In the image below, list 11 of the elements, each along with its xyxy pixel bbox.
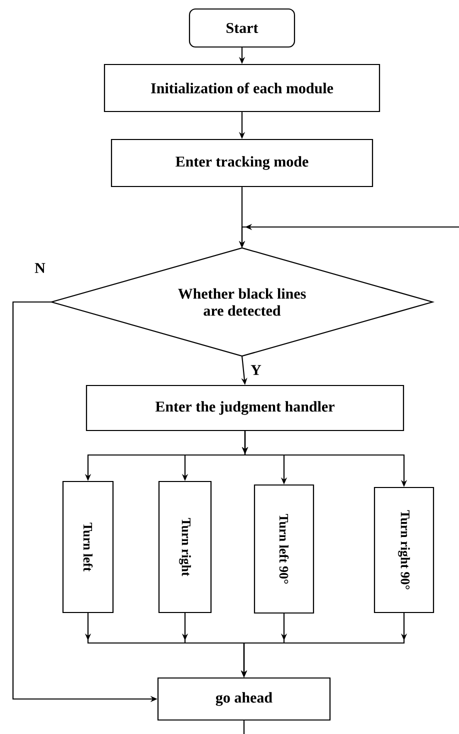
process-box: Enter tracking mode [110,138,374,188]
process-box: Enter the judgment handler [86,384,404,432]
process-box: Turn left [62,480,114,614]
process-box: Initialization of each module [104,64,380,112]
process-box: Turn right 90° [374,486,434,614]
process-box: go ahead [157,677,331,721]
start-box: Start [188,8,296,48]
edge-label: Y [250,364,262,376]
process-box: Turn left 90° [254,484,314,614]
edge-label: N [34,262,46,274]
process-box: Turn right [158,480,212,614]
